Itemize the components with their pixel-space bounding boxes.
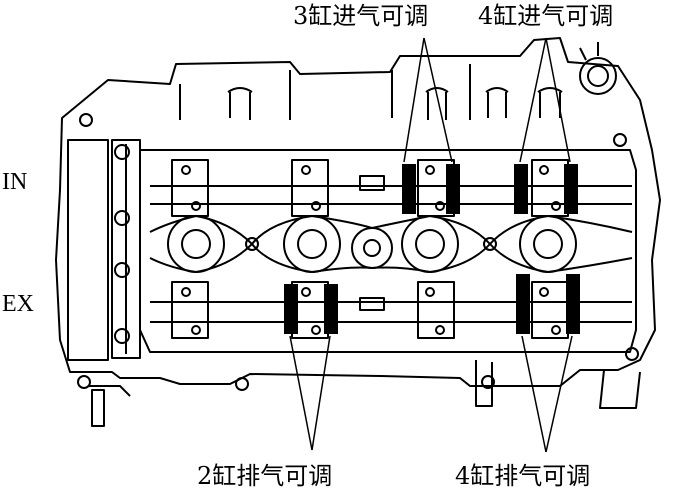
shim-ex-cyl4-b: [566, 274, 580, 334]
vvt-solenoid: [579, 57, 617, 95]
leader-lines: [289, 37, 573, 453]
inner-well-outline: [139, 149, 637, 353]
exhaust-side-label: EX: [2, 291, 34, 317]
side-bolts: [77, 113, 639, 391]
shim-in-cyl3-b: [446, 164, 460, 214]
front-cover: [67, 139, 109, 361]
adjustable-shims: [284, 164, 580, 334]
shim-ex-cyl2-a: [284, 284, 298, 334]
shim-ex-cyl4-a: [516, 274, 530, 334]
shim-in-cyl3-a: [402, 164, 416, 214]
spark-plug-wells: [167, 215, 577, 273]
intake-bearing-caps: [171, 159, 569, 217]
intake-side-label: IN: [2, 169, 28, 195]
callout-intake-cylinder3: 3缸进气可调: [293, 2, 429, 30]
mount-bracket: [91, 389, 105, 427]
shim-ex-cyl2-b: [324, 284, 338, 334]
head-outline: [55, 37, 661, 387]
timing-plate: [111, 139, 141, 359]
callout-exhaust-cylinder4: 4缸排气可调: [455, 462, 591, 490]
callout-exhaust-cylinder2: 2缸排气可调: [197, 462, 333, 490]
callout-intake-cylinder4: 4缸进气可调: [478, 2, 614, 30]
shim-in-cyl4-a: [514, 164, 528, 214]
shim-in-cyl4-b: [564, 164, 578, 214]
cap-bolts: [181, 165, 561, 335]
